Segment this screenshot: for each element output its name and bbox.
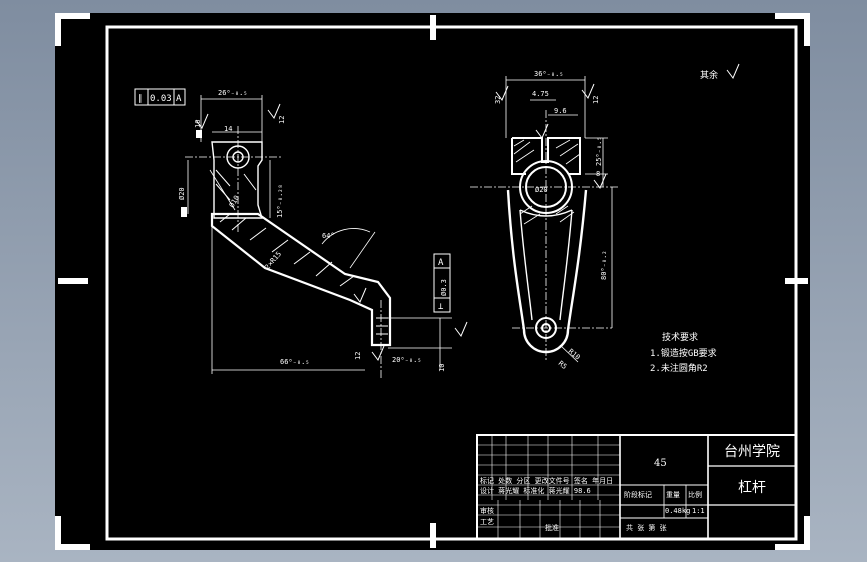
gdt-2-value: Ø0.3 bbox=[440, 279, 448, 296]
sheet-corner-marks bbox=[55, 13, 810, 550]
process-label: 工艺 bbox=[480, 518, 494, 526]
weight-label: 重量 bbox=[666, 491, 680, 499]
part-name-label: 杠杆 bbox=[738, 480, 766, 496]
tech-requirements-title: 技术要求 bbox=[662, 331, 698, 343]
title-block bbox=[476, 434, 797, 540]
title-row-2: 设计 蒋光耀 标准化 蒋光耀 98.6 bbox=[480, 486, 591, 495]
datum-marker-2 bbox=[196, 130, 202, 138]
dim-10b: 10 bbox=[438, 364, 446, 372]
dim-12b: 12 bbox=[354, 352, 362, 360]
approve-label: 批准 bbox=[545, 523, 559, 532]
dim-12c: 12 bbox=[592, 96, 600, 104]
scale-value: 1:1 bbox=[692, 507, 705, 515]
stage-mark-label: 阶段标记 bbox=[624, 490, 652, 499]
material-label: 45 bbox=[654, 458, 667, 469]
tech-requirement-1: 1.锻造按GB要求 bbox=[650, 347, 717, 359]
dim-4-75: 4.75 bbox=[532, 90, 549, 98]
side-view bbox=[185, 95, 468, 380]
dim-26: 26⁰₋₀.₅ bbox=[218, 89, 248, 97]
dim-14: 14 bbox=[224, 125, 232, 133]
dim-20: Ø20 bbox=[178, 187, 186, 200]
dim-16: 16 bbox=[194, 120, 202, 128]
mass-value: 0.48kg bbox=[665, 507, 690, 515]
dim-12: 12 bbox=[278, 116, 286, 124]
review-label: 审核 bbox=[480, 506, 494, 515]
dim-36: 36⁰₋₀.₅ bbox=[534, 70, 564, 78]
drawing-border bbox=[105, 25, 798, 541]
gdt-1-datum: A bbox=[176, 94, 182, 104]
dim-32: 32 bbox=[494, 96, 502, 104]
datum-marker bbox=[181, 207, 187, 217]
title-row-1: 标记 处数 分区 更改文件号 签名 年月日 bbox=[480, 476, 613, 485]
ratio-label: 比例 bbox=[688, 490, 702, 499]
front-view-hatch bbox=[513, 139, 581, 225]
sheets-label: 共 张 第 张 bbox=[626, 523, 667, 532]
dim-9-6: 9.6 bbox=[554, 107, 567, 115]
gdt-frame-1: ∥ 0.03 A bbox=[134, 88, 186, 106]
dim-r5: R5 bbox=[557, 359, 569, 371]
dim-phi20: Ø20 bbox=[535, 186, 548, 194]
dim-20b: 20⁰₋₀.₅ bbox=[392, 356, 422, 364]
drawing-sheet bbox=[55, 13, 810, 550]
school-label: 台州学院 bbox=[724, 444, 780, 460]
front-view bbox=[470, 63, 740, 363]
surface-roughness-note: 其余 bbox=[700, 69, 718, 81]
dim-80: 80⁰₋₀.₂ bbox=[600, 250, 608, 280]
dim-25: 25⁰₋₀.₅ bbox=[595, 136, 603, 166]
dim-15: 15⁰₋₀.₂₈ bbox=[276, 184, 284, 218]
gdt-2-symbol: ⊥ bbox=[438, 302, 444, 312]
gdt-frame-2: A Ø0.3 ⊥ bbox=[433, 253, 451, 313]
dim-66: 66⁰₋₀.₅ bbox=[280, 358, 310, 366]
gdt-1-symbol: ∥ bbox=[138, 94, 143, 104]
tech-requirement-2: 2.未注圆角R2 bbox=[650, 362, 708, 374]
gdt-1-value: 0.03 bbox=[150, 94, 172, 104]
gdt-2-datum: A bbox=[438, 258, 444, 268]
dim-8: 8 bbox=[596, 170, 600, 178]
dim-64: 64° bbox=[322, 232, 335, 240]
